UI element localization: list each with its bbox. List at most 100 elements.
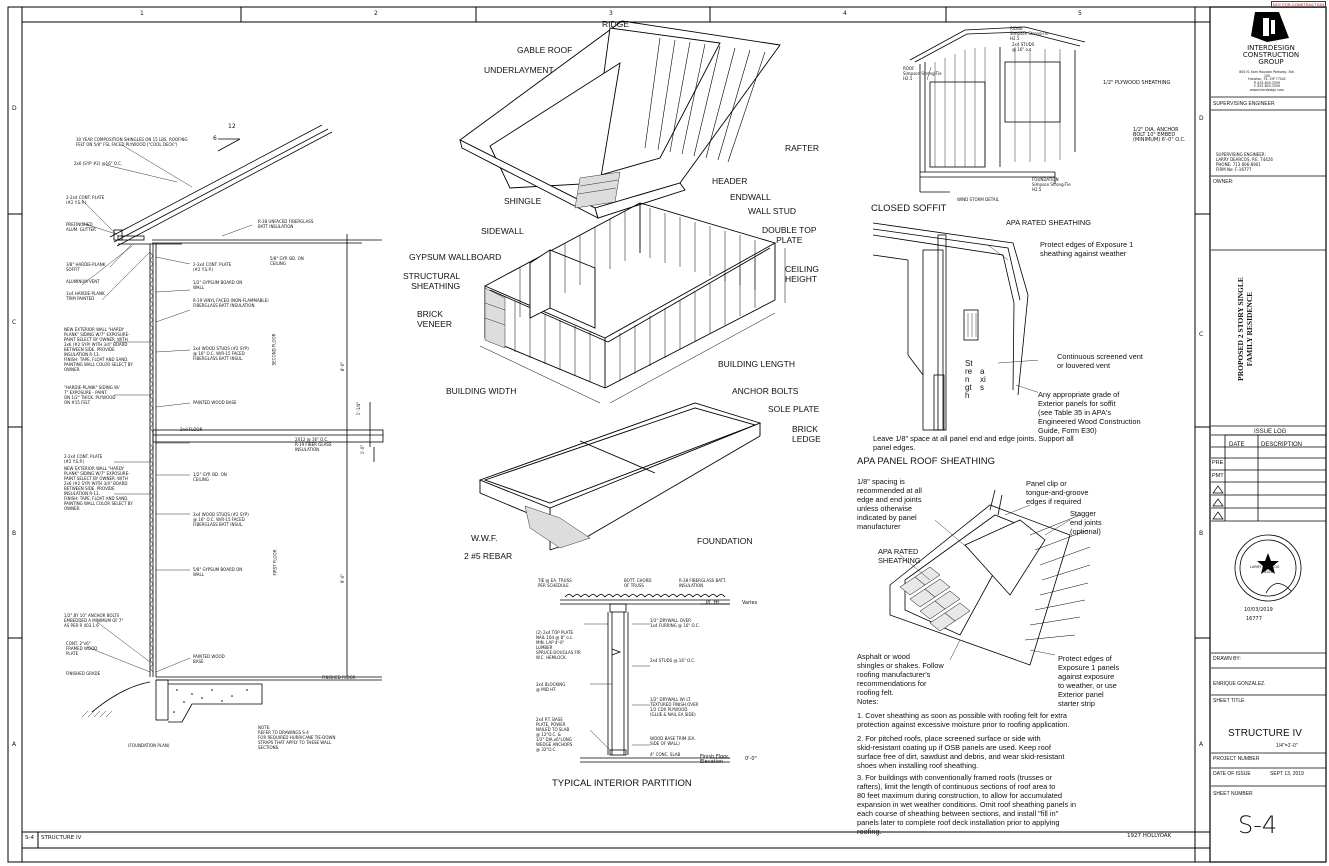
iso-brick-veneer: BRICK VENEER bbox=[417, 309, 452, 329]
tb-engineer: SUPERVISING ENGINEER: LARRY DEARCOS, P.E… bbox=[1216, 152, 1273, 172]
ws-note-grade: FINISHED GRADE bbox=[66, 671, 101, 676]
tb-owner: OWNER: bbox=[1213, 179, 1234, 185]
grid-col-3: 3 bbox=[609, 10, 613, 17]
tb-project-number: PROJECT NUMBER bbox=[1213, 756, 1260, 762]
tb-seal-name: LARRY DEARCOS bbox=[1250, 565, 1280, 569]
footer-sheet: S-4 bbox=[25, 835, 34, 841]
ws-note-studs: 2x4 WOOD STUDS (#2 SYP) @ 16" O.C. W/R-1… bbox=[193, 346, 249, 361]
ws-note-base2: PAINTED WOOD BASE bbox=[193, 654, 225, 664]
tb-issue-pre: PRE bbox=[1212, 460, 1224, 466]
ws-slope-den: 6 bbox=[213, 135, 217, 142]
ws-note-plate3: 2-2x4 CONT. PLATE (#2 Y.S.P.) bbox=[193, 262, 232, 272]
iso-sole-plate: SOLE PLATE bbox=[768, 404, 820, 414]
storm-sheathing: 1/2" PLYWOOD SHEATHING bbox=[1103, 80, 1171, 86]
title-block bbox=[1211, 12, 1326, 787]
ws-note-rafter: 2x6 (SYP #2) @16" O.C. bbox=[74, 161, 123, 166]
tb-date-issue: SEPT 13, 2019 bbox=[1270, 771, 1304, 777]
storm-ridge: RIDGE Simpson Strong-Tie H2.5 bbox=[1010, 26, 1049, 41]
footer-title: STRUCTURE IV bbox=[41, 835, 82, 841]
tb-drawer: ENRIQUE GONZALEZ. bbox=[1213, 681, 1266, 687]
wind-storm-drawing bbox=[909, 26, 1086, 193]
tb-sheet-title-label: SHEET TITLE bbox=[1213, 698, 1245, 704]
grid-row-a-right: A bbox=[1199, 741, 1204, 748]
iso-building-length: BUILDING LENGTH bbox=[718, 359, 795, 369]
iso-wwf: W.W.F. bbox=[471, 533, 498, 543]
storm-studs: 2x4 STUDS @ 16" o.c. bbox=[1012, 42, 1035, 52]
ws-dim-joist: 1'-0" bbox=[360, 444, 366, 455]
ws-note-studs2: 2x4 WOOD STUDS (#2 SYP) @ 16" O.C. W/R-1… bbox=[193, 512, 249, 527]
part-note-blocking: 2x4 BLOCKING @ MID HT. bbox=[536, 682, 566, 692]
not-for-construction-stamp: NOT FOR CONSTRUCTION bbox=[1270, 1, 1326, 8]
ws-floor-label-2: SECOND FLOOR bbox=[271, 333, 277, 366]
ws-note-hardie: "HARDIE-PLANK" SIDING W/ 7" EXPOSURE - P… bbox=[64, 385, 120, 405]
iso-double-top-plate: DOUBLE TOP PLATE bbox=[762, 225, 817, 245]
ws-note-gyp-wall: 1/2" GYPSUM BOARD ON WALL bbox=[193, 280, 243, 290]
iso-foundation: FOUNDATION bbox=[697, 536, 753, 546]
grid-row-d-right: D bbox=[1199, 115, 1204, 122]
iso-rebar: 2 #5 REBAR bbox=[464, 551, 513, 561]
rs-note-2: 2. For pitched roofs, place screened sur… bbox=[857, 734, 1065, 770]
ws-note-anchor: 1/2" BY 10" ANCHOR BOLTS EMBEDDED A MINI… bbox=[64, 613, 124, 628]
grid-row-b: B bbox=[12, 530, 17, 537]
ws-note-base: PAINTED WOOD BASE bbox=[193, 400, 237, 405]
tb-issue-pmt: PMT bbox=[1212, 473, 1224, 479]
partition-drawing bbox=[560, 594, 730, 763]
soffit-title: CLOSED SOFFIT bbox=[871, 203, 947, 214]
ws-note-batt: R-38 UNFACED FIBERGLASS BATT INSULATION bbox=[258, 219, 314, 229]
ws-note-trim: 1x4 HARDIE-PLANK TRIM PAINTED bbox=[66, 291, 105, 301]
soffit-protect: Protect edges of Exposure 1 sheathing ag… bbox=[1040, 240, 1134, 258]
ws-dim-floor: 1'-1/4" bbox=[356, 401, 362, 416]
rs-clip: Panel clip or tongue-and-groove edges if… bbox=[1026, 479, 1089, 506]
ws-note-soffit: 3/8" HARDIE-PLANK SOFFIT bbox=[66, 262, 106, 272]
iso-brick-ledge: BRICK LEDGE bbox=[792, 424, 821, 444]
ws-slope-num: 12 bbox=[228, 123, 236, 130]
iso-building-width: BUILDING WIDTH bbox=[446, 386, 517, 396]
grid-row-b-right: B bbox=[1199, 530, 1204, 537]
roof-sheathing-title: APA PANEL ROOF SHEATHING bbox=[857, 456, 995, 467]
iso-gable-roof: GABLE ROOF bbox=[517, 45, 573, 55]
rs-stagger: Stagger end joints (optional) bbox=[1070, 509, 1102, 536]
soffit-drawing bbox=[872, 222, 1038, 431]
part-note-slab: 4" CONC. SLAB bbox=[650, 752, 681, 757]
part-pl-ht: Pl. Ht. bbox=[706, 600, 721, 606]
grid-row-a: A bbox=[12, 741, 17, 748]
part-note-chord: BOTT. CHORD OF TRUSS bbox=[624, 578, 652, 588]
soffit-apa: APA RATED SHEATHING bbox=[1006, 218, 1092, 227]
ws-note-gyp-wall2: 5/8" GYPSUM BOARD ON WALL bbox=[193, 567, 243, 577]
soffit-grade: Any appropriate grade of Exterior panels… bbox=[1038, 390, 1141, 435]
roof-sheathing-drawing bbox=[889, 489, 1091, 666]
iso-underlayment: UNDERLAYMENT bbox=[484, 65, 554, 75]
rs-notes-label: Notes: bbox=[857, 697, 879, 706]
iso-structural: STRUCTURAL SHEATHING bbox=[403, 271, 461, 291]
tb-address: 800 N. Sam Houston Parkway, Ste. 100 Hou… bbox=[1239, 70, 1295, 92]
ws-note-general: NOTE: REFER TO DRAWINGS S-4 FOR REQUIRED… bbox=[258, 725, 336, 750]
part-varies: Varies bbox=[742, 600, 758, 606]
iso-header: HEADER bbox=[712, 176, 748, 186]
part-note-top-plate: (2) 2x4 TOP PLATE NAIL 16d @ 8" o.c. MIN… bbox=[536, 630, 581, 660]
iso-ceiling-height: CEILING HEIGHT bbox=[785, 264, 820, 284]
storm-foundation: FOUNDATION Simpson Strong-Tie H2.5 bbox=[1032, 177, 1071, 192]
ws-floor-label-1: FIRST FLOOR bbox=[272, 549, 278, 576]
ws-note-gyp-ceiling2: 1/2" GYP. BD. ON CEILING bbox=[193, 472, 227, 482]
ws-note-floor2: 2nd FLOOR bbox=[180, 427, 203, 432]
rs-note-1: 1. Cover sheathing as soon as possible w… bbox=[857, 711, 1070, 729]
part-note-trim: WOOD BASE TRIM (EA. SIDE OF WALL) bbox=[650, 736, 696, 746]
ws-note-gutter: PREFINISHED ALUM. GUTTER bbox=[66, 222, 96, 232]
ws-note-foundation-plan: (FOUNDATION PLAN) bbox=[128, 743, 170, 748]
part-finish-floor-val: 0'-0" bbox=[745, 756, 757, 762]
grid-col-4: 4 bbox=[843, 10, 847, 17]
soffit-vent: Continuous screened vent or louvered ven… bbox=[1057, 352, 1143, 370]
soffit-axis: axis bbox=[980, 367, 986, 392]
tb-sheet-number: S-4 bbox=[1238, 811, 1278, 839]
part-note-drywall2: 1/2" DRYWALL W/ LT. TEXTURED FINISH OVER… bbox=[650, 697, 699, 717]
tb-firm: INTERDESIGN CONSTRUCTION GROUP bbox=[1242, 44, 1300, 66]
tb-desc-col: DESCRIPTION bbox=[1261, 442, 1303, 448]
iso-gypsum: GYPSUM WALLBOARD bbox=[409, 252, 502, 262]
soffit-leave: Leave 1/8" space at all panel end and ed… bbox=[873, 434, 1074, 452]
rs-spacing: 1/8" spacing is recommended at all edge … bbox=[857, 477, 922, 531]
ws-note-fin-floor: FINISHED FLOOR bbox=[322, 675, 356, 680]
part-note-batt: R-38 FIBERGLASS BATT. INSULATION bbox=[679, 578, 727, 588]
footer-address: 1927 HOLLYOAK bbox=[1127, 833, 1172, 839]
grid-col-1: 1 bbox=[140, 10, 144, 17]
